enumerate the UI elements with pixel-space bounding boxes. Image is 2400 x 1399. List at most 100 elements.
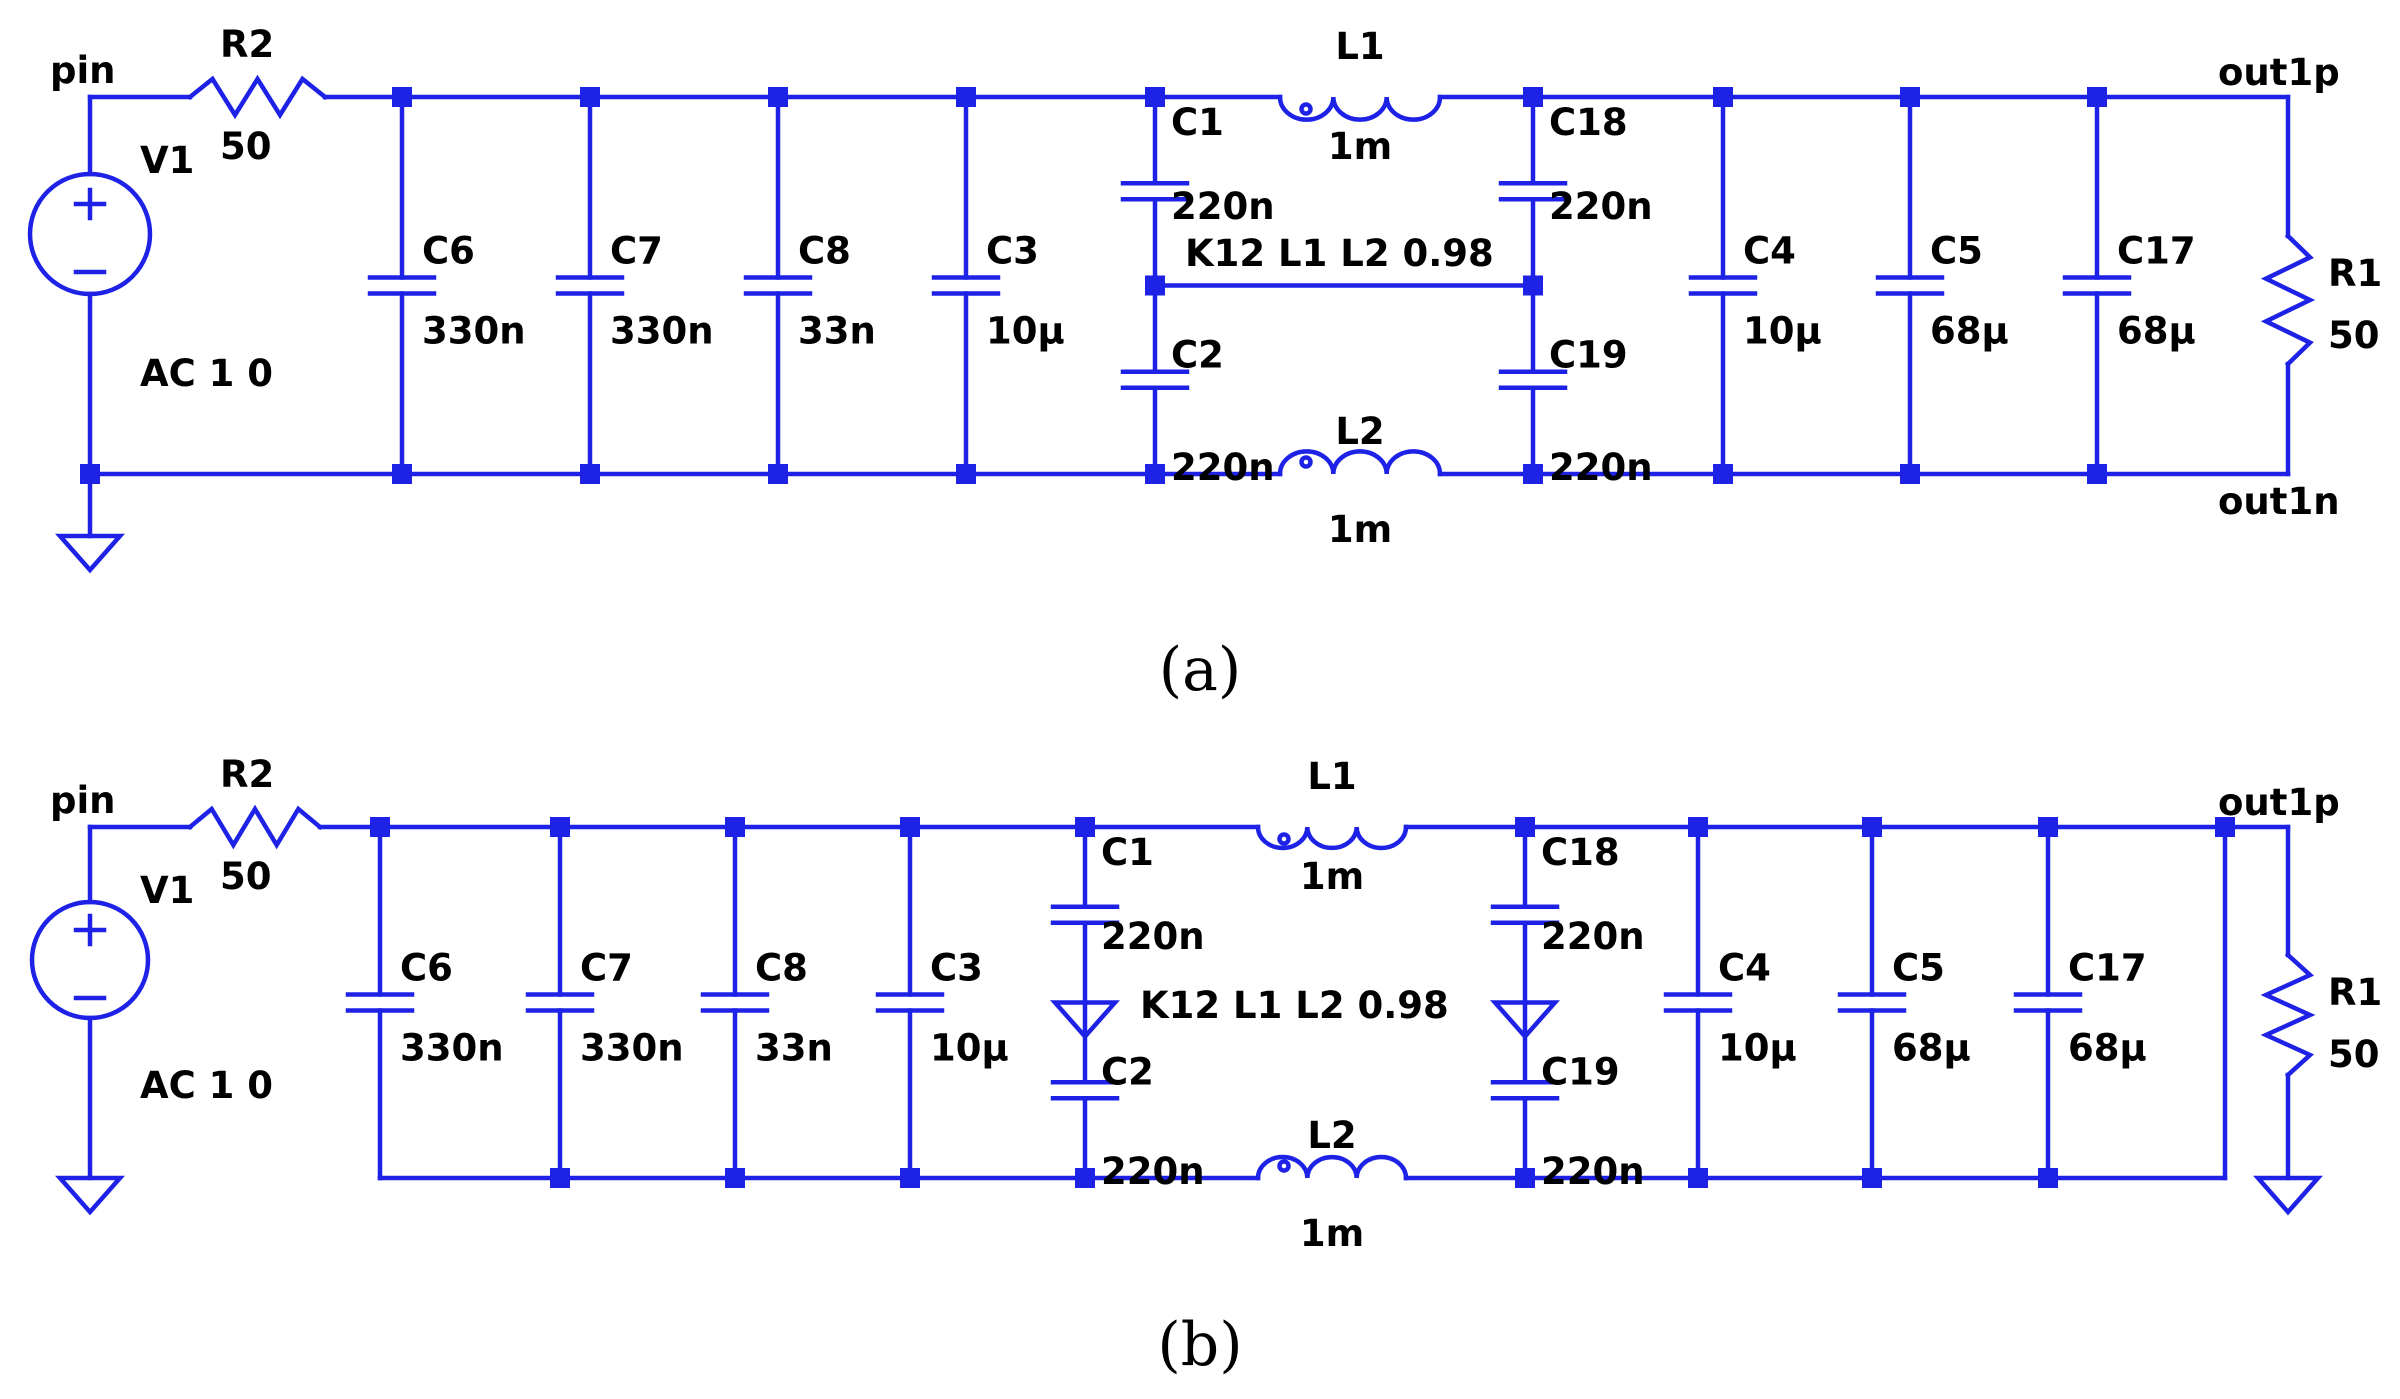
junction-node [1075, 1168, 1095, 1188]
junction-node [1900, 87, 1920, 107]
junction-node [580, 87, 600, 107]
label-c17: C17 [2068, 947, 2147, 990]
junction-node [725, 817, 745, 837]
label-c3: C3 [986, 230, 1039, 273]
caption-b: (b) [1157, 1310, 1242, 1380]
junction-node [1900, 464, 1920, 484]
label-c2: C2 [1171, 334, 1224, 377]
label-c19v: 220n [1541, 1150, 1645, 1193]
junction-node [392, 87, 412, 107]
label-l2v: 1m [1300, 1212, 1364, 1255]
label-c2: C2 [1101, 1051, 1154, 1094]
label-c18v: 220n [1541, 915, 1645, 958]
schematic-panel-b: C6330nC7330nC833nC310μC410μC568μC1768μC1… [29, 753, 2382, 1255]
junction-node [1523, 87, 1543, 107]
label-c7: C7 [610, 230, 663, 273]
label-c4: C4 [1718, 947, 1771, 990]
label-r2: R2 [220, 753, 274, 796]
inductor-coil [1277, 94, 1443, 122]
label-r2: R2 [220, 23, 274, 66]
resistor-zigzag [186, 804, 324, 850]
junction-node [2038, 1168, 2058, 1188]
plus-sign [73, 187, 107, 221]
label-c8: C8 [798, 230, 851, 273]
label-l1v: 1m [1328, 125, 1392, 168]
label-c18: C18 [1541, 831, 1620, 874]
label-c19: C19 [1549, 334, 1628, 377]
junction-node [1523, 464, 1543, 484]
junction-node [2087, 464, 2107, 484]
source-ground-icon [55, 533, 125, 574]
label-pin: pin [50, 779, 116, 822]
junction-node [1145, 464, 1165, 484]
junction-node [956, 87, 976, 107]
resistor-zigzag [2260, 232, 2316, 368]
label-c18: C18 [1549, 101, 1628, 144]
label-c3v: 10μ [930, 1027, 1009, 1070]
label-c8v: 33n [798, 310, 876, 353]
resistor-zigzag [186, 74, 329, 120]
junction-node [900, 1168, 920, 1188]
label-l2: L2 [1335, 410, 1384, 453]
label-k: K12 L1 L2 0.98 [1185, 232, 1494, 275]
label-c7v: 330n [610, 310, 714, 353]
label-r1v: 50 [2328, 314, 2380, 357]
label-c4: C4 [1743, 230, 1796, 273]
label-l2v: 1m [1328, 508, 1392, 551]
junction-node [768, 87, 788, 107]
label-c5: C5 [1892, 947, 1945, 990]
label-r1v: 50 [2328, 1033, 2380, 1076]
label-c17: C17 [2117, 230, 2196, 273]
label-c19v: 220n [1549, 446, 1653, 489]
junction-node [768, 464, 788, 484]
label-l1: L1 [1335, 25, 1384, 68]
polarity-dot [1299, 102, 1313, 116]
junction-node [1862, 817, 1882, 837]
label-r1: R1 [2328, 252, 2382, 295]
label-l2: L2 [1307, 1114, 1356, 1157]
label-c5v: 68μ [1930, 310, 2009, 353]
junction-node [550, 817, 570, 837]
label-c1: C1 [1171, 101, 1224, 144]
junction-node [1688, 1168, 1708, 1188]
label-c4v: 10μ [1743, 310, 1822, 353]
junction-node [1713, 464, 1733, 484]
label-outn: out1n [2218, 480, 2340, 523]
junction-node [956, 464, 976, 484]
label-pin: pin [50, 49, 116, 92]
label-c19: C19 [1541, 1051, 1620, 1094]
junction-node [2038, 817, 2058, 837]
junction-node [900, 817, 920, 837]
label-c1: C1 [1101, 831, 1154, 874]
inductor-coil [1255, 824, 1409, 851]
label-k: K12 L1 L2 0.98 [1140, 984, 1449, 1027]
midpoint-ground-icon [1050, 1000, 1120, 1040]
junction-node [580, 464, 600, 484]
label-outp: out1p [2218, 781, 2340, 824]
label-c3v: 10μ [986, 310, 1065, 353]
label-c2v: 220n [1171, 446, 1275, 489]
label-c18v: 220n [1549, 185, 1653, 228]
label-c6v: 330n [400, 1027, 504, 1070]
label-c1v: 220n [1101, 915, 1205, 958]
label-c8: C8 [755, 947, 808, 990]
label-v1: V1 [140, 869, 194, 912]
label-c17v: 68μ [2068, 1027, 2147, 1070]
label-l1v: 1m [1300, 855, 1364, 898]
junction-node [1688, 817, 1708, 837]
inductor-coil [1277, 449, 1443, 477]
plus-sign [73, 913, 107, 947]
resistor-zigzag [2260, 951, 2316, 1079]
polarity-dot [1277, 832, 1291, 846]
label-c4v: 10μ [1718, 1027, 1797, 1070]
junction-node [1145, 87, 1165, 107]
polarity-dot [1299, 455, 1313, 469]
label-r2v: 50 [220, 125, 272, 168]
label-c6: C6 [400, 947, 453, 990]
label-r2v: 50 [220, 855, 272, 898]
caption-a: (a) [1159, 635, 1242, 705]
label-c5: C5 [1930, 230, 1983, 273]
junction-node [370, 817, 390, 837]
label-v1: V1 [140, 139, 194, 182]
